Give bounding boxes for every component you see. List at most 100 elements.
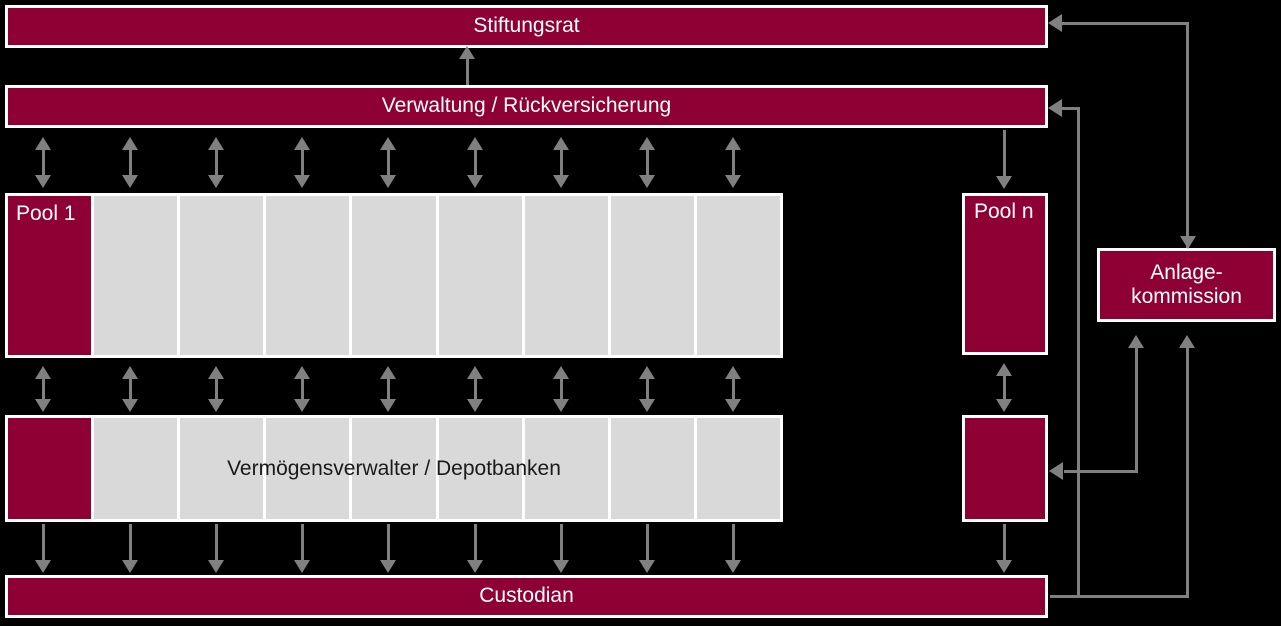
node-pool-n-manager[interactable]	[962, 415, 1048, 522]
connector-verwaltung-pool-4-line	[301, 147, 304, 177]
connector-pool-manager-2-arrowhead-up	[122, 366, 138, 379]
pool-cell-4[interactable]	[266, 196, 350, 355]
node-stiftungsrat-label: Stiftungsrat	[473, 14, 580, 38]
connector-verwaltung-pooln-arrowhead	[996, 176, 1012, 189]
manager-cell-5[interactable]	[352, 418, 436, 519]
connector-pool-manager-5-line	[387, 376, 390, 401]
connector-verwaltung-pool-8-line	[646, 147, 649, 177]
connector-manager-custodian-2-line	[129, 524, 132, 561]
pool-cell-3[interactable]	[180, 196, 264, 355]
connector-verwaltung-pool-7-arrowhead-down	[553, 175, 569, 188]
connector-custodian-bottom-bus	[1050, 595, 1189, 598]
connector-custodian-verwaltung-hline	[1062, 107, 1080, 110]
connector-manager-custodian-8-line	[646, 524, 649, 561]
connector-bus-anlage-arrowhead	[1179, 335, 1195, 348]
connector-verwaltung-pool-3-arrowhead-down	[208, 175, 224, 188]
connector-manager-custodian-8-arrowhead	[639, 560, 655, 573]
connector-pooln-manager-custodian-line	[1003, 524, 1006, 561]
node-pool-n-label: Pool n	[974, 200, 1034, 223]
connector-pool-manager-4-arrowhead-down	[294, 399, 310, 412]
connector-manager-custodian-5-line	[387, 524, 390, 561]
connector-manager-custodian-4-line	[301, 524, 304, 561]
connector-pool-manager-5-arrowhead-up	[380, 366, 396, 379]
pool-cell-7[interactable]	[524, 196, 608, 355]
connector-pooln-manager-arrowhead-up	[996, 363, 1012, 376]
connector-pool-manager-8-line	[646, 376, 649, 401]
connector-pool-manager-9-line	[732, 376, 735, 401]
connector-verwaltung-pool-9-arrowhead-down	[725, 175, 741, 188]
connector-verwaltung-pool-9-line	[732, 147, 735, 177]
connector-custodian-verwaltung-arrowhead	[1048, 99, 1062, 117]
connector-pool-manager-3-arrowhead-down	[208, 399, 224, 412]
node-anlagekommission[interactable]: Anlage- kommission	[1097, 248, 1276, 322]
connector-pool-manager-3-arrowhead-up	[208, 366, 224, 379]
manager-cell-9[interactable]	[696, 418, 780, 519]
pool-cell-1[interactable]: Pool 1	[8, 196, 92, 355]
node-stiftungsrat[interactable]: Stiftungsrat	[5, 5, 1048, 48]
manager-cell-3[interactable]	[180, 418, 264, 519]
connector-bus-anlage-vline	[1186, 345, 1189, 596]
connector-manager-custodian-4-arrowhead	[294, 560, 310, 573]
connector-pooln-manager-feed-vline	[1135, 345, 1138, 472]
connector-verwaltung-pool-5-arrowhead-down	[380, 175, 396, 188]
connector-pool-manager-9-arrowhead-up	[725, 366, 741, 379]
connector-manager-custodian-1-arrowhead	[35, 560, 51, 573]
pool-cell-2[interactable]	[94, 196, 178, 355]
connector-verwaltung-pool-7-arrowhead-up	[553, 137, 569, 150]
connector-verwaltung-pool-8-arrowhead-down	[639, 175, 655, 188]
connector-pool-manager-6-arrowhead-up	[467, 366, 483, 379]
connector-verwaltung-pool-2-arrowhead-down	[122, 175, 138, 188]
connector-pool-manager-3-line	[215, 376, 218, 401]
connector-pool-manager-6-arrowhead-down	[467, 399, 483, 412]
pool-cell-6[interactable]	[438, 196, 522, 355]
pool-cell-5[interactable]	[352, 196, 436, 355]
node-verwaltung[interactable]: Verwaltung / Rückversicherung	[5, 85, 1048, 128]
connector-pooln-manager-arrowhead-down	[996, 399, 1012, 412]
connector-verwaltung-pool-1-arrowhead-up	[35, 137, 51, 150]
connector-manager-custodian-1-line	[42, 524, 45, 561]
connector-custodian-verwaltung-vline	[1077, 107, 1080, 596]
connector-verwaltung-to-stiftungsrat-line	[466, 56, 469, 85]
node-custodian[interactable]: Custodian	[5, 575, 1048, 618]
connector-manager-custodian-6-line	[474, 524, 477, 561]
manager-cell-6[interactable]	[438, 418, 522, 519]
connector-verwaltung-pool-5-line	[387, 147, 390, 177]
connector-pool-manager-1-arrowhead-down	[35, 399, 51, 412]
connector-pooln-manager-feed-arrowhead-up	[1128, 335, 1144, 348]
connector-manager-custodian-7-line	[560, 524, 563, 561]
connector-verwaltung-pool-7-line	[560, 147, 563, 177]
connector-pooln-manager-feed-arrowhead-left	[1049, 462, 1063, 480]
connector-pool-manager-6-line	[474, 376, 477, 401]
connector-verwaltung-pool-4-arrowhead-down	[294, 175, 310, 188]
connector-verwaltung-pool-5-arrowhead-up	[380, 137, 396, 150]
manager-cell-2[interactable]	[94, 418, 178, 519]
connector-pool-manager-1-arrowhead-up	[35, 366, 51, 379]
connector-pool-manager-4-line	[301, 376, 304, 401]
manager-cell-1[interactable]	[8, 418, 92, 519]
connector-verwaltung-pool-9-arrowhead-up	[725, 137, 741, 150]
manager-cell-4[interactable]	[266, 418, 350, 519]
connector-manager-custodian-6-arrowhead	[467, 560, 483, 573]
node-verwaltung-label: Verwaltung / Rückversicherung	[381, 94, 672, 118]
connector-verwaltung-pool-6-arrowhead-down	[467, 175, 483, 188]
connector-verwaltung-pool-3-line	[215, 147, 218, 177]
connector-anlage-stiftungsrat-arrowhead	[1048, 14, 1062, 32]
pool-cell-8[interactable]	[610, 196, 694, 355]
node-pool-n[interactable]: Pool n	[962, 193, 1048, 355]
connector-pool-manager-8-arrowhead-down	[639, 399, 655, 412]
connector-verwaltung-pool-8-arrowhead-up	[639, 137, 655, 150]
connector-manager-custodian-7-arrowhead	[553, 560, 569, 573]
connector-verwaltung-pool-3-arrowhead-up	[208, 137, 224, 150]
connector-pool-manager-9-arrowhead-down	[725, 399, 741, 412]
manager-cell-8[interactable]	[610, 418, 694, 519]
pool-row[interactable]: Pool 1	[5, 193, 783, 358]
connector-pool-manager-4-arrowhead-up	[294, 366, 310, 379]
manager-row[interactable]: Vermögensverwalter / Depotbanken	[5, 415, 783, 522]
connector-verwaltung-pool-4-arrowhead-up	[294, 137, 310, 150]
connector-verwaltung-pooln-line	[1003, 130, 1006, 179]
pool-cell-9[interactable]	[696, 196, 780, 355]
manager-cell-7[interactable]	[524, 418, 608, 519]
connector-verwaltung-pool-6-line	[474, 147, 477, 177]
connector-verwaltung-to-stiftungsrat-arrowhead	[459, 46, 475, 59]
